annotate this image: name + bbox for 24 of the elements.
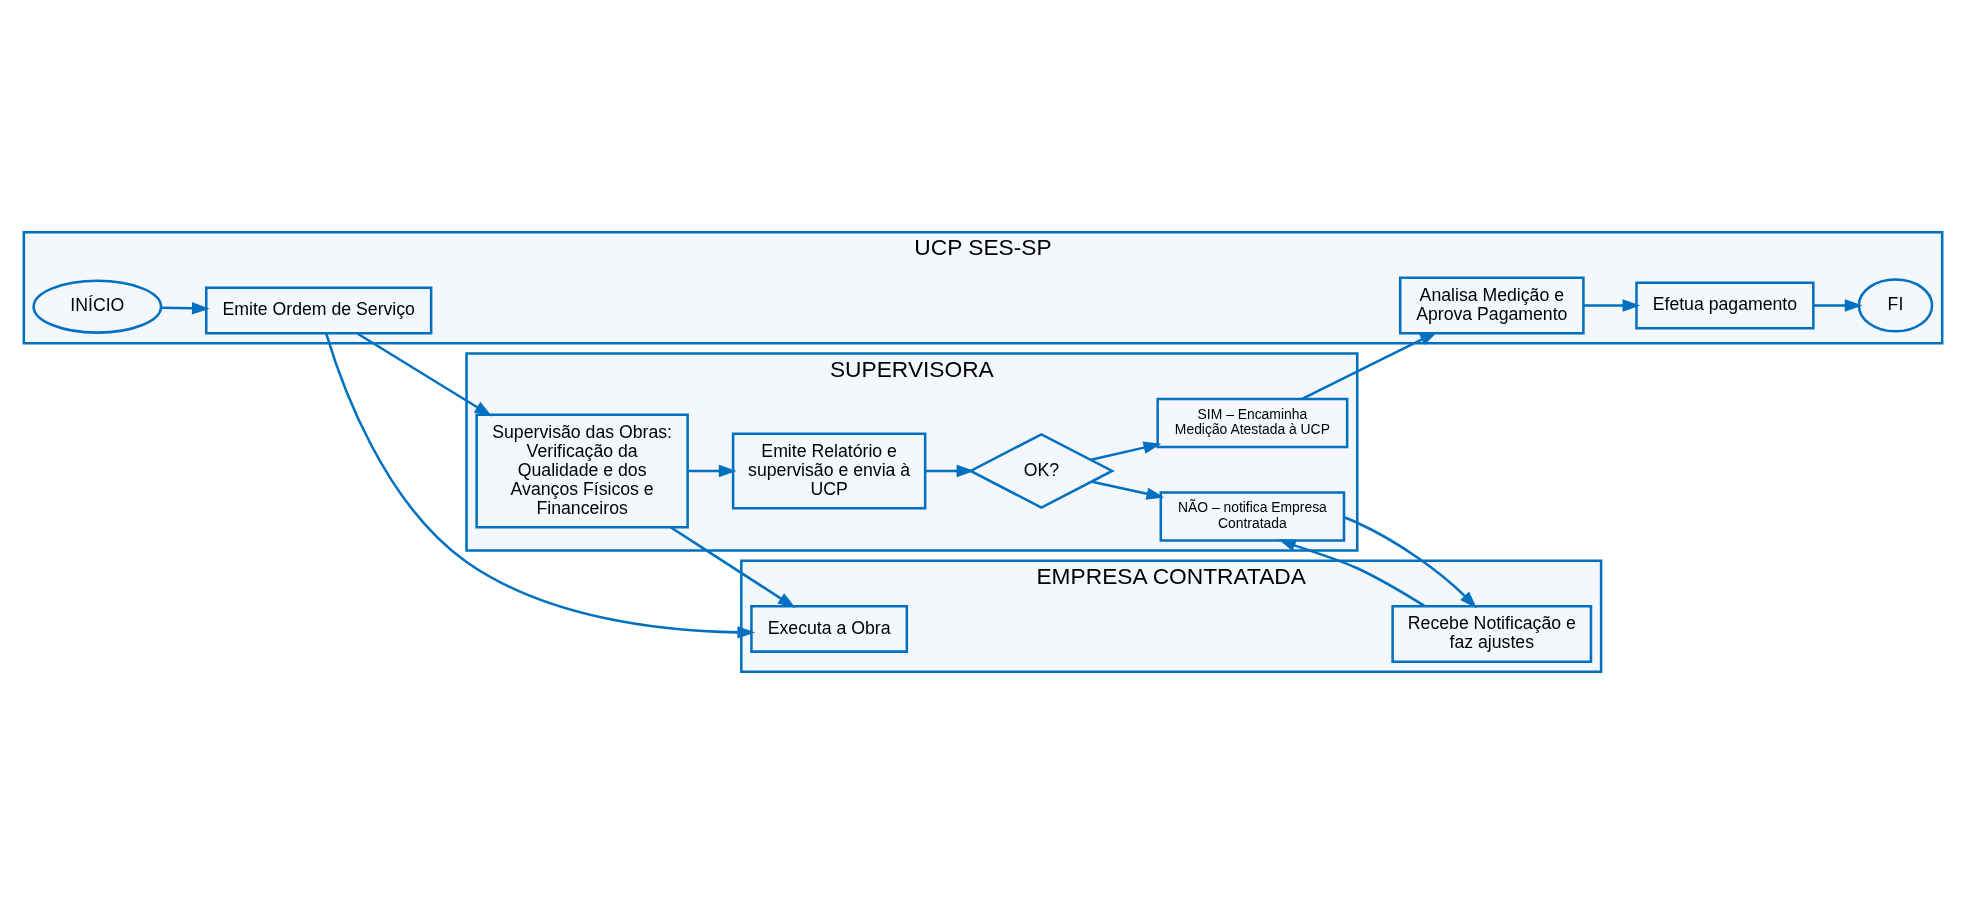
node-box: Emite Ordem de Serviço bbox=[205, 286, 433, 335]
arrow bbox=[1090, 441, 1162, 462]
arrow bbox=[687, 464, 737, 478]
arrow bbox=[356, 332, 493, 417]
node-box: Emite Relatório e supervisão e envia à UCP bbox=[731, 432, 927, 510]
node-box: Efetua pagamento bbox=[1635, 281, 1815, 330]
arrow bbox=[925, 464, 975, 478]
arrow bbox=[1813, 299, 1863, 312]
node-box: Recebe Notificação e faz ajustes bbox=[1391, 604, 1593, 663]
node-ellipse: INÍCIO bbox=[32, 279, 163, 334]
node-box: Executa a Obra bbox=[750, 604, 909, 653]
arrow bbox=[669, 526, 796, 609]
arrow bbox=[1343, 516, 1477, 609]
arrow bbox=[1091, 480, 1165, 500]
arrow bbox=[1583, 299, 1641, 312]
node-box: Supervisão das Obras: Verificação da Qualidade e dos Avanços Físicos e Financeiros bbox=[475, 413, 689, 529]
arrow bbox=[1278, 539, 1426, 608]
arrow bbox=[160, 302, 210, 315]
arrow bbox=[1301, 331, 1438, 400]
node-box: Analisa Medição e Aprova Pagamento bbox=[1398, 276, 1585, 335]
node-box: SIM – Encaminha Medição Atestada à UCP bbox=[1156, 397, 1349, 449]
node-ellipse: FI bbox=[1857, 278, 1934, 333]
arrow bbox=[324, 332, 756, 639]
node-box: NÃO – notifica Empresa Contratada bbox=[1159, 491, 1346, 542]
